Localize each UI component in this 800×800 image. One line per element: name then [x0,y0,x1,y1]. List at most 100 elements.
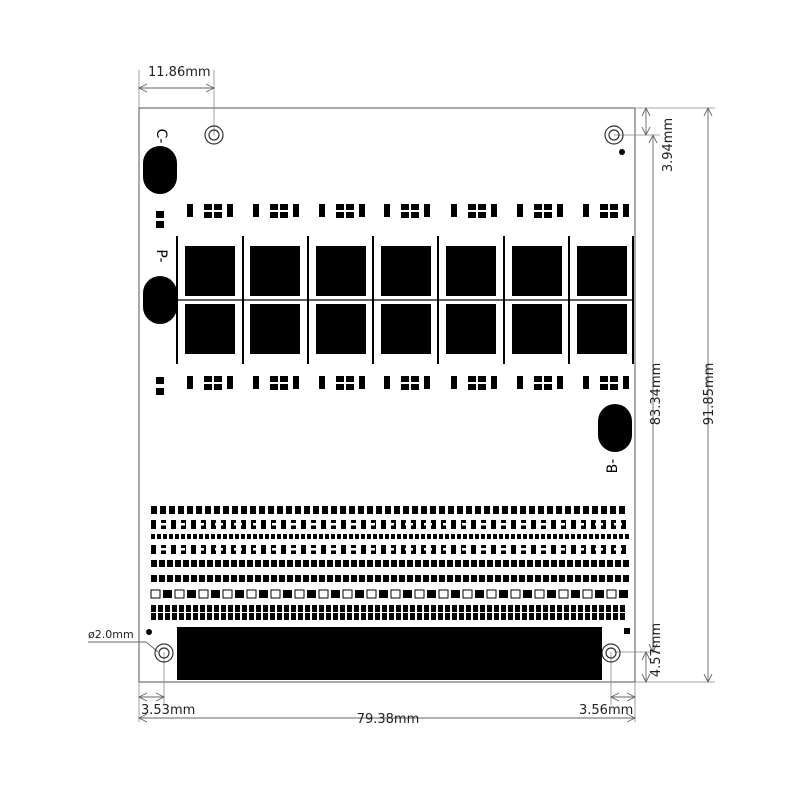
bms-part-r1-c5 [187,506,193,514]
bms-tee-top-1-22 [557,523,565,526]
bms-part-r6-c6 [191,575,197,582]
bms-part-r9-c12 [228,613,233,620]
bms-part-r1-c12 [250,506,256,514]
bms-part-r7-c24 [427,590,436,598]
bms-tee-top-1-21 [538,523,546,526]
gate-part-d-bottom-1 [214,376,222,382]
bms-part-r5-c13 [247,560,253,567]
bms-part-r4-c12 [261,545,266,554]
bms-part-r5-c45 [503,560,509,567]
mosfet-array [185,246,627,354]
bms-part-r6-c53 [567,575,573,582]
gate-part-d-bottom-3 [346,376,354,382]
bms-tee-top-2-21 [538,548,546,551]
gate-part-f-top-7 [623,204,629,217]
bms-part-r9-c38 [410,613,415,620]
gate-part-f-bottom-2 [293,376,299,389]
bms-tee-top-2-14 [405,548,413,551]
bms-part-r8-c48 [480,605,485,612]
bms-part-r8-c14 [242,605,247,612]
bms-part-r4-c10 [241,545,246,554]
bms-part-r5-c25 [343,560,349,567]
bms-tee-top-1-13 [386,523,394,526]
bms-tee-top-1-2 [177,523,185,526]
mounting-hole-top-left [204,125,224,145]
bms-tee-top-2-16 [443,548,451,551]
bms-part-r1-c18 [304,506,310,514]
bms-part-r5-c7 [199,560,205,567]
bms-part-r1-c34 [448,506,454,514]
mosfet-bottom-6 [512,304,562,354]
bms-part-r3-c12 [217,534,221,539]
bms-part-r9-c9 [207,613,212,620]
bms-part-r9-c66 [606,613,611,620]
bms-part-r7-c4 [187,590,196,598]
bms-part-r9-c49 [487,613,492,620]
bms-part-r3-c35 [355,534,359,539]
bms-part-r9-c29 [347,613,352,620]
bms-part-r3-c15 [235,534,239,539]
bms-part-r9-c65 [599,613,604,620]
bms-part-r1-c26 [376,506,382,514]
bms-part-r5-c12 [239,560,245,567]
gate-part-a-top-7 [583,204,589,217]
bms-part-r3-c20 [265,534,269,539]
bms-part-r2-c35 [491,520,496,529]
gate-part-f-top-3 [359,204,365,217]
bms-part-r8-c68 [620,605,625,612]
gate-part-b-bottom-6 [534,376,542,382]
bms-part-r2-c47 [611,520,616,529]
bms-part-r9-c11 [221,613,226,620]
bms-part-r5-c31 [391,560,397,567]
bms-part-r7-c2 [163,590,172,598]
bms-part-r5-c37 [439,560,445,567]
bms-part-r1-c41 [511,506,517,514]
bms-part-r5-c42 [479,560,485,567]
bms-part-r3-c61 [511,534,515,539]
bms-part-r9-c6 [186,613,191,620]
bms-part-r5-c54 [575,560,581,567]
bms-part-r5-c20 [303,560,309,567]
bms-part-r1-c37 [475,506,481,514]
bms-part-r5-c30 [383,560,389,567]
bms-part-r8-c47 [473,605,478,612]
gate-part-b-top-2 [270,204,278,210]
bms-part-r5-c52 [559,560,565,567]
bms-part-r7-c32 [523,590,532,598]
bms-part-r5-c14 [255,560,261,567]
bms-part-r6-c43 [487,575,493,582]
bms-part-r8-c29 [347,605,352,612]
bms-part-r6-c16 [271,575,277,582]
bms-part-r5-c33 [407,560,413,567]
bms-part-r1-c19 [313,506,319,514]
bms-tee-top-2-5 [234,548,242,551]
gate-part-d-bottom-2 [280,376,288,382]
gate-part-c-top-1 [204,212,212,218]
bms-part-r5-c10 [223,560,229,567]
bms-part-r3-c38 [373,534,377,539]
bms-tee-top-2-1 [158,548,166,551]
bms-part-r9-c33 [375,613,380,620]
bms-tee-top-2-19 [500,548,508,551]
bms-part-r9-c44 [452,613,457,620]
bms-part-r7-c5 [198,589,209,599]
mosfet-bottom-5 [446,304,496,354]
bms-part-r3-c70 [565,534,569,539]
bms-part-r6-c11 [231,575,237,582]
bms-part-r1-c4 [178,506,184,514]
bms-part-r6-c26 [351,575,357,582]
label-c-minus: C- [153,129,169,144]
bms-component-area [150,506,629,620]
bms-part-r9-c18 [270,613,275,620]
bms-part-r7-c31 [510,589,521,599]
bms-part-r2-c18 [321,520,326,529]
gate-part-d-top-4 [411,204,419,210]
pad-c-minus [143,146,177,194]
bms-tee-top-2-7 [272,548,280,551]
bms-part-r1-c13 [259,506,265,514]
bms-part-r7-c40 [619,590,628,598]
bms-part-r4-c47 [611,545,616,554]
bms-part-r5-c9 [215,560,221,567]
bms-tee-top-1-24 [595,523,603,526]
mosfet-top-6 [512,246,562,296]
